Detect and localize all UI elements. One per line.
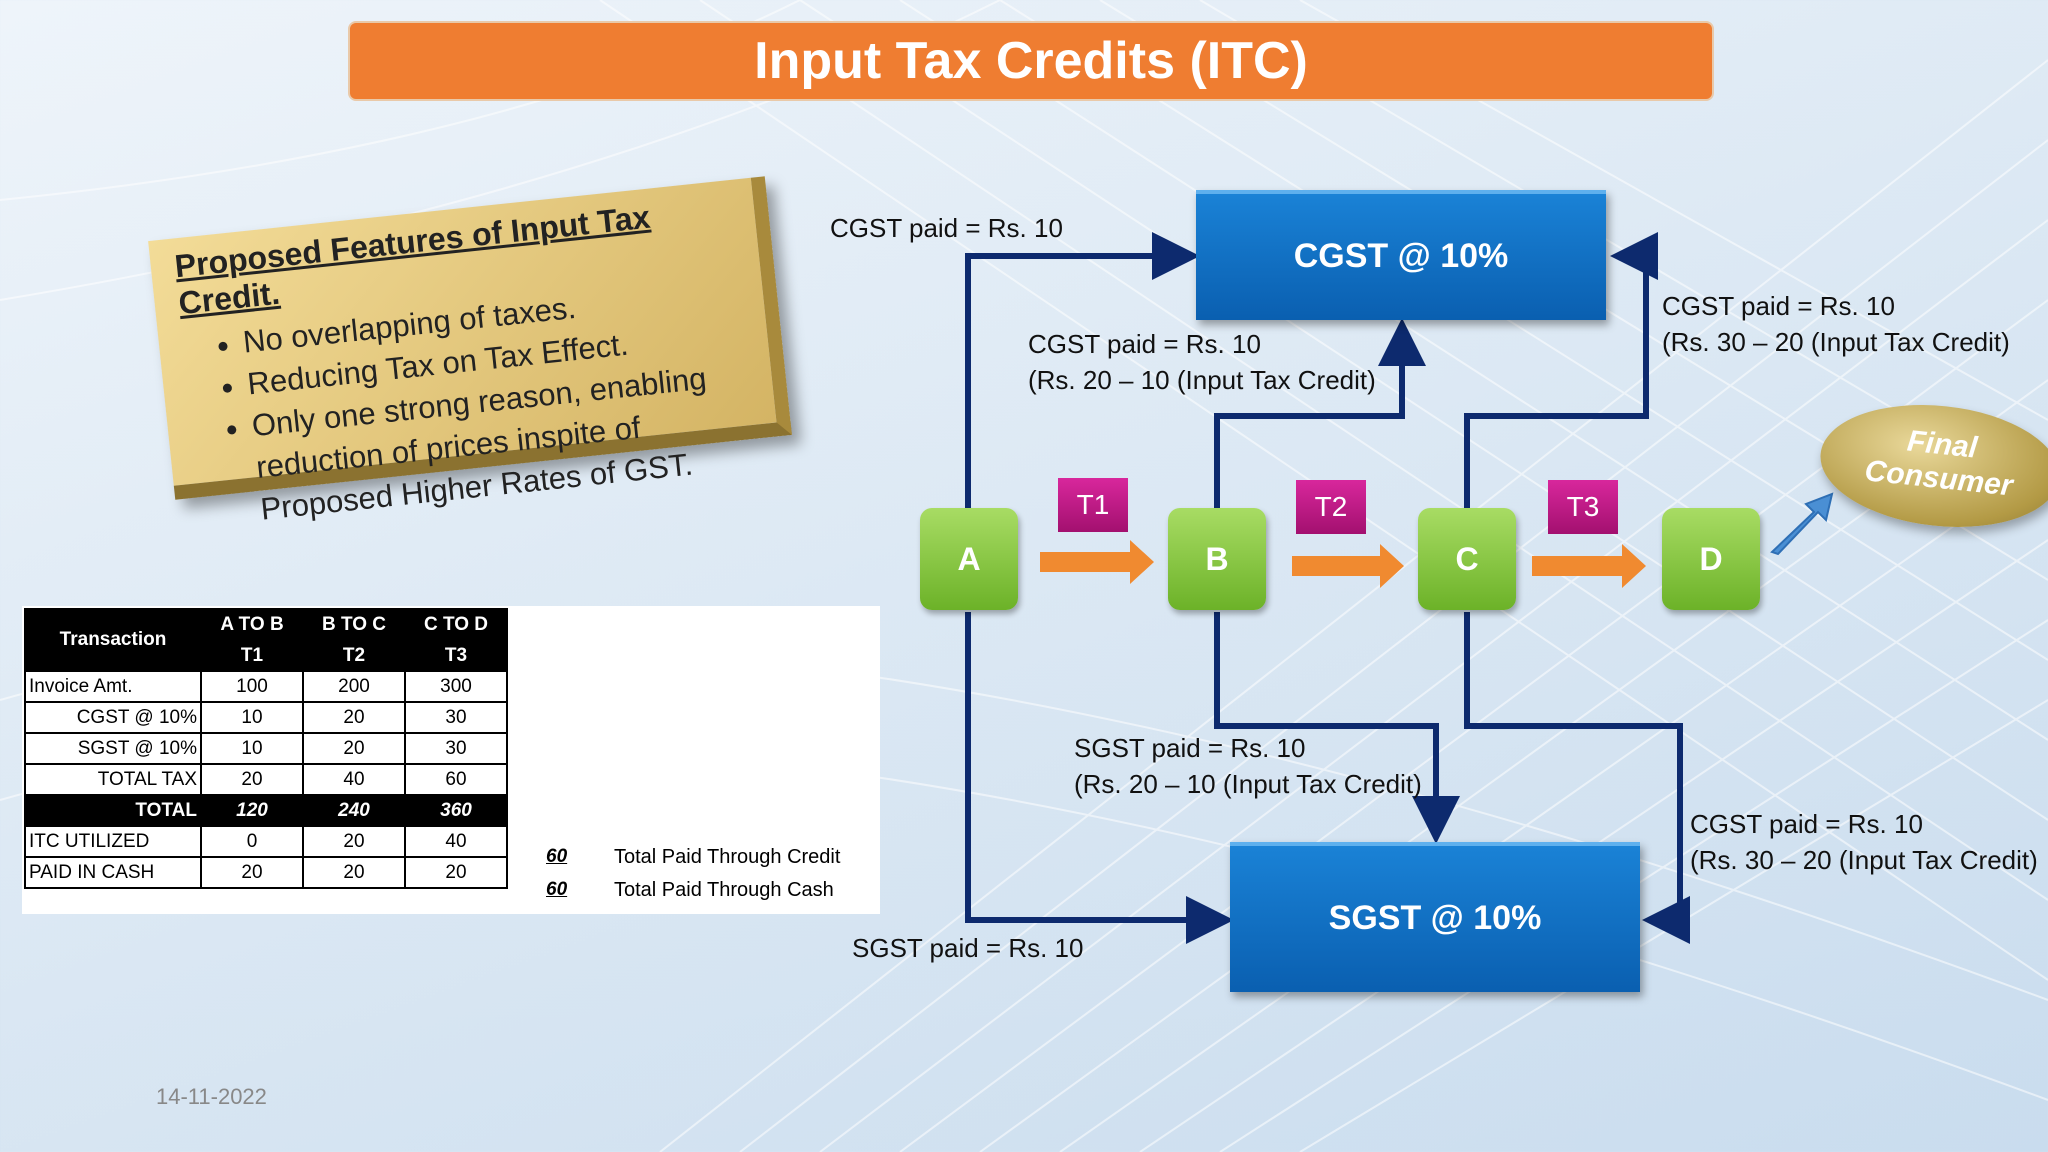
- flow-arrow-t2: [1292, 544, 1404, 588]
- a-to-cgst-line: [965, 232, 1200, 508]
- table-header-row: T1 T2 T3: [25, 639, 508, 672]
- table-row: TOTAL TAX 20 40 60: [24, 763, 508, 796]
- header-col: A TO B: [200, 608, 304, 641]
- table-cell: 60: [404, 763, 508, 796]
- label-b-cgst-2: (Rs. 20 – 10 (Input Tax Credit): [1028, 365, 1376, 395]
- node-d: D: [1662, 508, 1760, 610]
- page-title: Input Tax Credits (ITC): [348, 21, 1714, 101]
- table-cell: 40: [404, 825, 508, 858]
- header-transaction: Transaction: [24, 608, 202, 672]
- table-cell: 120: [200, 794, 304, 827]
- row-label: TOTAL: [24, 794, 202, 827]
- table-cell: 20: [302, 825, 406, 858]
- b-to-cgst-line: [1214, 318, 1426, 508]
- table-cell: 20: [302, 732, 406, 765]
- tag-t2: T2: [1296, 480, 1366, 534]
- row-label: CGST @ 10%: [24, 701, 202, 734]
- label-c-sgst-1: CGST paid = Rs. 10: [1690, 809, 1923, 839]
- table-row: CGST @ 10% 10 20 30: [24, 701, 508, 734]
- sgst-box: SGST @ 10%: [1230, 842, 1640, 992]
- table-cell: 20: [200, 856, 304, 889]
- table-cell: 20: [404, 856, 508, 889]
- credit-total-label: Total Paid Through Credit: [614, 846, 841, 868]
- header-col: C TO D: [404, 608, 508, 641]
- a-to-sgst-line: [965, 612, 1234, 944]
- table-cell: 240: [302, 794, 406, 827]
- header-col: T2: [302, 639, 406, 672]
- c-to-cgst-line: [1464, 232, 1658, 508]
- node-b: B: [1168, 508, 1266, 610]
- cash-total-value: 60: [546, 879, 568, 900]
- tag-t1: T1: [1058, 478, 1128, 532]
- slide-date: 14-11-2022: [156, 1084, 267, 1109]
- label-c-cgst-1: CGST paid = Rs. 10: [1662, 291, 1895, 321]
- label-c-cgst-2: (Rs. 30 – 20 (Input Tax Credit): [1662, 327, 2010, 357]
- header-col: T1: [200, 639, 304, 672]
- table-cell: 100: [200, 670, 304, 703]
- label-c-sgst-2: (Rs. 30 – 20 (Input Tax Credit): [1690, 845, 2038, 875]
- table-cell: 360: [404, 794, 508, 827]
- itc-table: Transaction A TO B B TO C C TO D T1 T2 T…: [24, 608, 508, 889]
- flow-arrow-t3: [1532, 544, 1646, 588]
- table-cell: 200: [302, 670, 406, 703]
- row-label: PAID IN CASH: [24, 856, 202, 889]
- label-b-sgst-1: SGST paid = Rs. 10: [1074, 733, 1306, 763]
- cgst-box: CGST @ 10%: [1196, 190, 1606, 320]
- table-header-row: Transaction A TO B B TO C C TO D: [24, 608, 508, 672]
- node-a: A: [920, 508, 1018, 610]
- table-cell: 20: [200, 763, 304, 796]
- credit-total-value: 60: [546, 846, 568, 867]
- table-cell: 10: [200, 732, 304, 765]
- row-label: ITC UTILIZED: [24, 825, 202, 858]
- header-col: B TO C: [302, 608, 406, 641]
- table-cell: 30: [404, 701, 508, 734]
- itc-table-card: Transaction A TO B B TO C C TO D T1 T2 T…: [22, 606, 880, 914]
- table-row: Invoice Amt. 100 200 300: [24, 670, 508, 703]
- label-b-cgst-1: CGST paid = Rs. 10: [1028, 329, 1261, 359]
- table-cell: 10: [200, 701, 304, 734]
- b-to-sgst-line: [1214, 612, 1460, 844]
- consumer-arrow: [1770, 492, 1834, 556]
- table-row: ITC UTILIZED 0 20 40: [24, 825, 508, 858]
- label-b-sgst-2: (Rs. 20 – 10 (Input Tax Credit): [1074, 769, 1422, 799]
- table-cell: 0: [200, 825, 304, 858]
- label-a-cgst: CGST paid = Rs. 10: [830, 213, 1063, 243]
- table-cell: 40: [302, 763, 406, 796]
- table-cell: 300: [404, 670, 508, 703]
- row-label: SGST @ 10%: [24, 732, 202, 765]
- c-to-sgst-line: [1464, 612, 1690, 944]
- header-col: T3: [404, 639, 508, 672]
- label-a-sgst: SGST paid = Rs. 10: [852, 933, 1084, 963]
- node-c: C: [1418, 508, 1516, 610]
- tag-t3: T3: [1548, 480, 1618, 534]
- table-row: SGST @ 10% 10 20 30: [24, 732, 508, 765]
- row-label: TOTAL TAX: [24, 763, 202, 796]
- table-cell: 20: [302, 701, 406, 734]
- row-label: Invoice Amt.: [24, 670, 202, 703]
- table-cell: 20: [302, 856, 406, 889]
- table-total-row: TOTAL 120 240 360: [24, 794, 508, 827]
- flow-arrow-t1: [1040, 540, 1154, 584]
- cash-total-label: Total Paid Through Cash: [614, 879, 834, 901]
- table-row: PAID IN CASH 20 20 20: [24, 856, 508, 889]
- table-cell: 30: [404, 732, 508, 765]
